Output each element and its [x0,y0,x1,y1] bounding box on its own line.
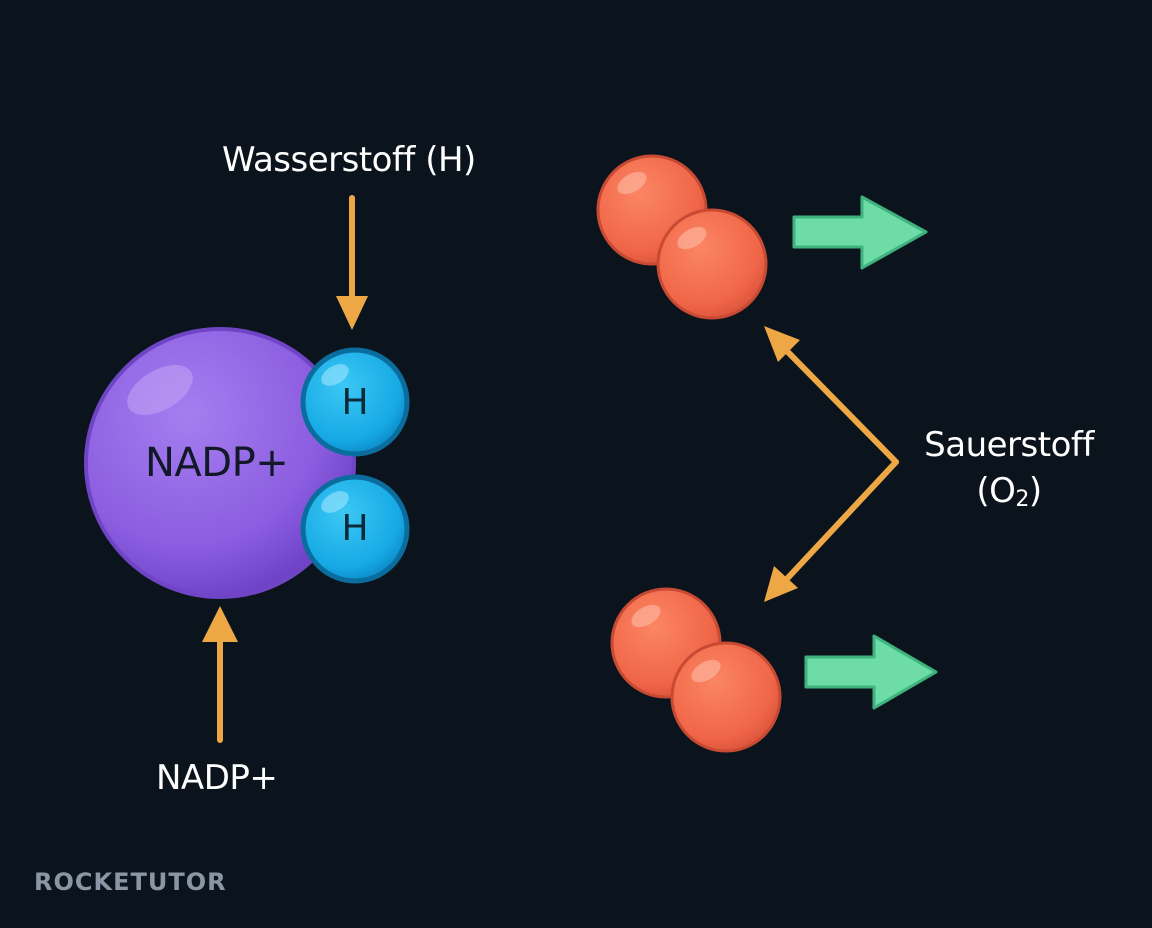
green-arrow-top [792,195,928,270]
oxygen-formula-subscript: 2 [1015,487,1029,512]
oxygen-formula-open: (O [976,471,1016,511]
nadp-ball-label: NADP+ [145,440,289,486]
hydrogen-atom-bottom [300,474,410,584]
oxygen-label-line1: Sauerstoff [924,425,1094,465]
oxygen-molecule-bottom [610,587,782,753]
oxygen-formula-close: ) [1028,471,1042,511]
oxygen-molecule-top [596,154,768,320]
nadp-ball [84,327,356,599]
hydrogen-atom-top [300,347,410,457]
nadp-label: NADP+ [156,758,278,798]
arrow-nadp-up [202,606,238,743]
oxygen-label-line2: (O2) [918,468,1100,523]
hydrogen-atom-top-label: H [341,382,369,423]
green-arrow-bottom [804,634,938,710]
oxygen-label: Sauerstoff (O2) [918,422,1100,523]
hydrogen-label: Wasserstoff (H) [222,140,476,180]
arrow-oxygen-to-top [764,326,899,465]
brand-logo: ROCKETUTOR [34,868,227,896]
arrow-oxygen-to-bottom [764,459,899,602]
hydrogen-atom-bottom-label: H [341,508,369,549]
arrow-hydrogen-down [336,195,368,330]
